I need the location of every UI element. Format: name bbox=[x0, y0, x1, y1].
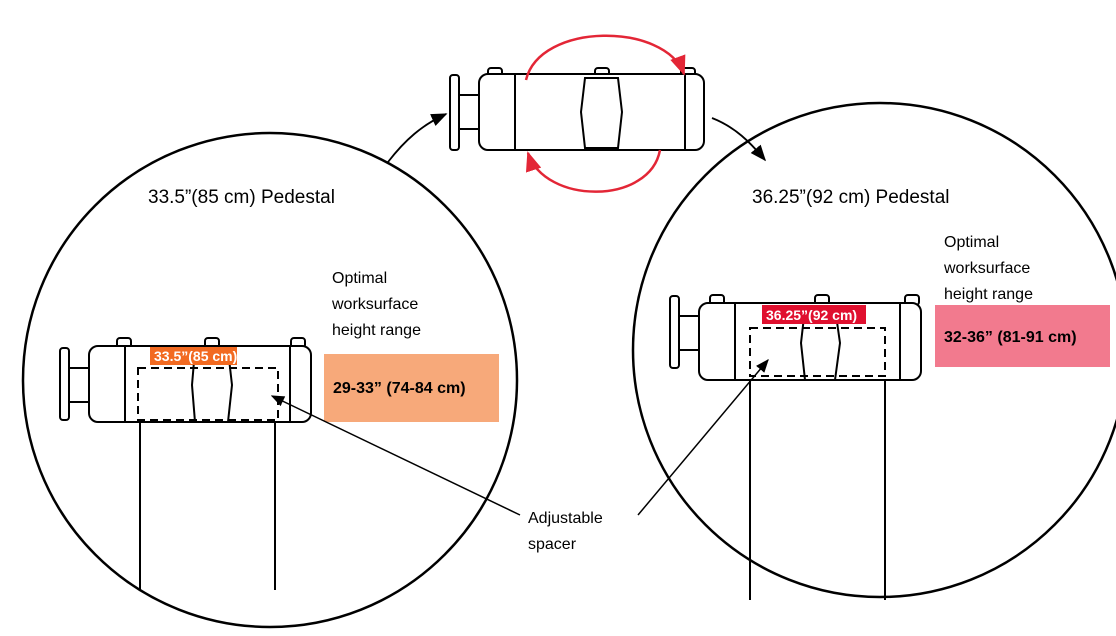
left-height-tag bbox=[150, 347, 237, 365]
left-to-top-arrow bbox=[387, 113, 448, 163]
left-pedestal-drawing bbox=[59, 337, 312, 590]
rotation-arrow-upper bbox=[524, 34, 686, 81]
right-height-tag-text: 36.25”(92 cm) bbox=[766, 307, 857, 323]
svg-text:Adjustable: Adjustable bbox=[528, 510, 603, 527]
top-pedestal-drawing bbox=[449, 67, 705, 151]
right-range-value: 32-36” (81-91 cm) bbox=[944, 329, 1077, 346]
svg-text:worksurface: worksurface bbox=[331, 296, 418, 313]
spacer-pointer-left bbox=[270, 395, 521, 516]
left-pedestal-title: 33.5”(85 cm) Pedestal bbox=[148, 187, 335, 208]
top-to-right-arrow bbox=[711, 117, 767, 162]
svg-text:spacer: spacer bbox=[528, 536, 577, 553]
left-range-value: 29-33” (74-84 cm) bbox=[333, 380, 466, 397]
svg-text:worksurface: worksurface bbox=[943, 260, 1030, 277]
spacer-pointer-right bbox=[637, 358, 769, 516]
spacer-label: Adjustable spacer bbox=[528, 510, 603, 553]
svg-text:height range: height range bbox=[944, 286, 1033, 303]
rotation-arrow-lower bbox=[526, 149, 662, 193]
left-range-box bbox=[324, 354, 499, 422]
right-range-heading: Optimal worksurface height range bbox=[943, 234, 1033, 303]
right-range-box bbox=[935, 305, 1110, 367]
svg-text:Optimal: Optimal bbox=[332, 270, 387, 287]
svg-text:height range: height range bbox=[332, 322, 421, 339]
left-height-tag-text: 33.5”(85 cm) bbox=[154, 348, 237, 364]
left-range-heading: Optimal worksurface height range bbox=[331, 270, 421, 339]
right-pedestal-title: 36.25”(92 cm) Pedestal bbox=[752, 187, 950, 208]
right-height-tag bbox=[762, 305, 866, 324]
svg-text:Optimal: Optimal bbox=[944, 234, 999, 251]
